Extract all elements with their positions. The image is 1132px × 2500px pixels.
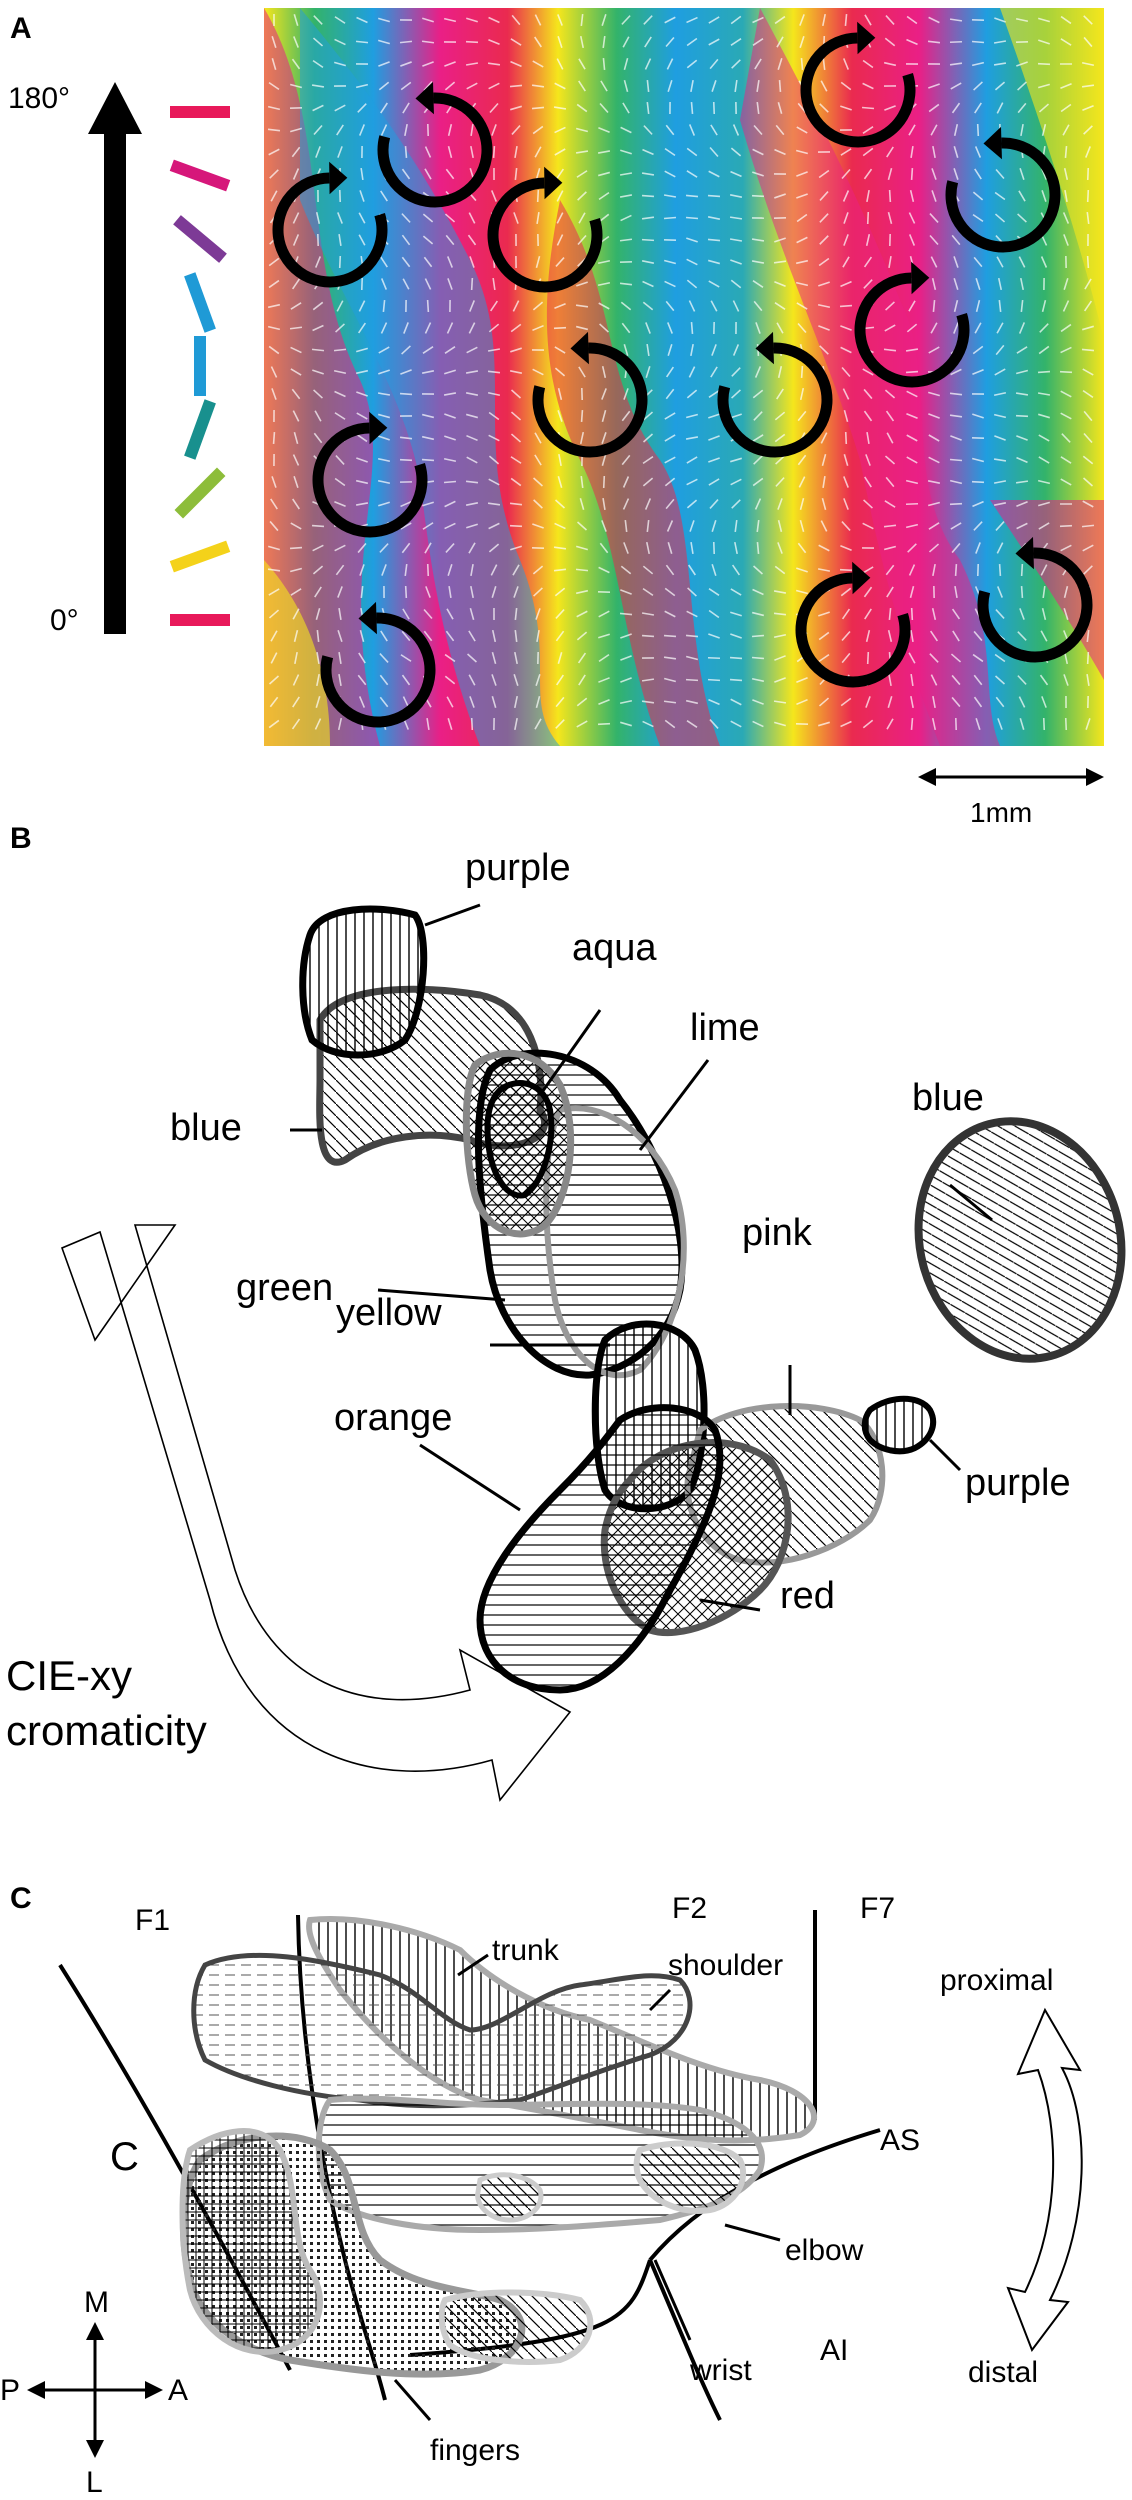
label-red: red <box>780 1575 835 1617</box>
pinwheel-arrow <box>377 92 493 208</box>
scale-bar-label: 1mm <box>970 797 1032 828</box>
label-shoulder: shoulder <box>668 1949 783 1982</box>
pinwheel-arrowhead <box>358 601 377 635</box>
label-f7: F7 <box>860 1892 895 1925</box>
legend-bar <box>169 159 231 192</box>
region-diag-patch-2 <box>633 2140 747 2214</box>
label-trunk: trunk <box>492 1934 560 1967</box>
region-shoulder <box>191 1952 693 2109</box>
pinwheel-arrow <box>532 342 648 458</box>
panel-c-letter: C <box>10 1882 32 1915</box>
label-f2: F2 <box>672 1892 707 1925</box>
pinwheel-arrow <box>795 572 911 688</box>
pinwheel-arrow <box>487 177 603 293</box>
color-blobs <box>299 905 1126 1694</box>
pinwheel-arrow <box>272 172 388 288</box>
label-elbow: elbow <box>785 2234 864 2267</box>
label-c: C <box>110 2135 139 2179</box>
label-proximal: proximal <box>940 1964 1053 1997</box>
region-diag-patch-3 <box>475 2172 544 2223</box>
somatotopic-regions <box>179 1916 817 2378</box>
panel-c-labels: F1 trunk F2 shoulder F7 C AS elbow wrist… <box>110 1892 920 2467</box>
label-purple-top: purple <box>465 847 571 889</box>
pinwheel-markers <box>272 21 1093 728</box>
label-blue-left: blue <box>170 1107 242 1149</box>
label-fingers: fingers <box>430 2434 520 2467</box>
pinwheel-arrowhead <box>329 161 348 195</box>
pinwheel-arrow <box>717 342 833 458</box>
pinwheel-arrow <box>320 612 436 728</box>
label-pink: pink <box>742 1212 813 1254</box>
compass-l: L <box>86 2466 103 2499</box>
axis-bottom-label: 0° <box>50 604 79 637</box>
pinwheel-arrow <box>800 32 916 148</box>
pinwheel-arrowhead <box>369 411 388 445</box>
label-aqua: aqua <box>572 927 657 969</box>
pinwheel-arrowhead <box>570 331 589 365</box>
leader-lines <box>290 903 993 1612</box>
blob-blue-right <box>914 1117 1126 1363</box>
panel-c-leader-lines <box>393 1953 781 2421</box>
pinwheel-arrowhead <box>415 81 434 115</box>
compass-a: A <box>168 2374 188 2407</box>
orientation-map <box>264 8 1104 746</box>
legend-bar <box>174 467 226 519</box>
pinwheel-arrowhead <box>755 331 774 365</box>
pinwheel-arrow <box>945 137 1061 253</box>
cie-caption-line2: cromaticity <box>6 1707 207 1754</box>
pinwheel-arrowhead <box>1015 536 1034 570</box>
pinwheel-arrowhead <box>983 126 1002 160</box>
blob-aqua-core <box>484 1079 555 1199</box>
scale-bar-right-head <box>1086 768 1104 786</box>
legend-bar <box>173 215 227 263</box>
compass-m: M <box>84 2286 109 2319</box>
pinwheel-arrowhead <box>911 261 930 295</box>
label-as: AS <box>880 2124 920 2157</box>
proximal-distal-arrow <box>1006 2007 1083 2353</box>
cie-caption-line1: CIE-xy <box>6 1652 132 1699</box>
blob-purple-top <box>299 905 428 1059</box>
label-purple-right: purple <box>965 1462 1071 1504</box>
blob-purple-right <box>861 1395 937 1455</box>
legend-bar <box>169 540 231 573</box>
label-ai: AI <box>820 2334 848 2367</box>
compass-p: P <box>0 2374 20 2407</box>
label-yellow: yellow <box>336 1292 442 1334</box>
label-green: green <box>236 1267 333 1309</box>
pinwheel-arrowhead <box>852 561 871 595</box>
orientation-axis-arrowhead <box>88 82 142 134</box>
pinwheel-arrowhead <box>544 166 563 200</box>
cie-chromaticity-arrow <box>60 1224 572 1802</box>
region-diag-patch-1 <box>438 2289 594 2365</box>
region-wrist <box>179 2128 323 2355</box>
panel-b-labels: purple aqua lime blue green blue yellow … <box>170 847 1071 1617</box>
panel-b-letter: B <box>10 822 32 855</box>
pinwheel-arrow <box>977 547 1093 663</box>
label-blue-right: blue <box>912 1077 984 1119</box>
legend-bar <box>184 272 216 333</box>
pinwheel-arrowhead <box>857 21 876 55</box>
label-f1: F1 <box>135 1904 170 1937</box>
blob-orange <box>476 1404 724 1694</box>
scale-bar-left-head <box>918 768 936 786</box>
legend-bar <box>184 399 216 460</box>
label-distal: distal <box>968 2356 1038 2389</box>
label-orange: orange <box>334 1397 452 1439</box>
pinwheel-arrow <box>312 422 428 538</box>
pinwheel-arrow <box>854 272 970 388</box>
orientation-legend <box>169 106 231 626</box>
compass: M P A L <box>0 2286 188 2499</box>
label-wrist: wrist <box>689 2354 752 2387</box>
axis-top-label: 180° <box>8 82 70 115</box>
panel-a-letter: A <box>10 12 32 45</box>
label-lime: lime <box>690 1007 760 1049</box>
